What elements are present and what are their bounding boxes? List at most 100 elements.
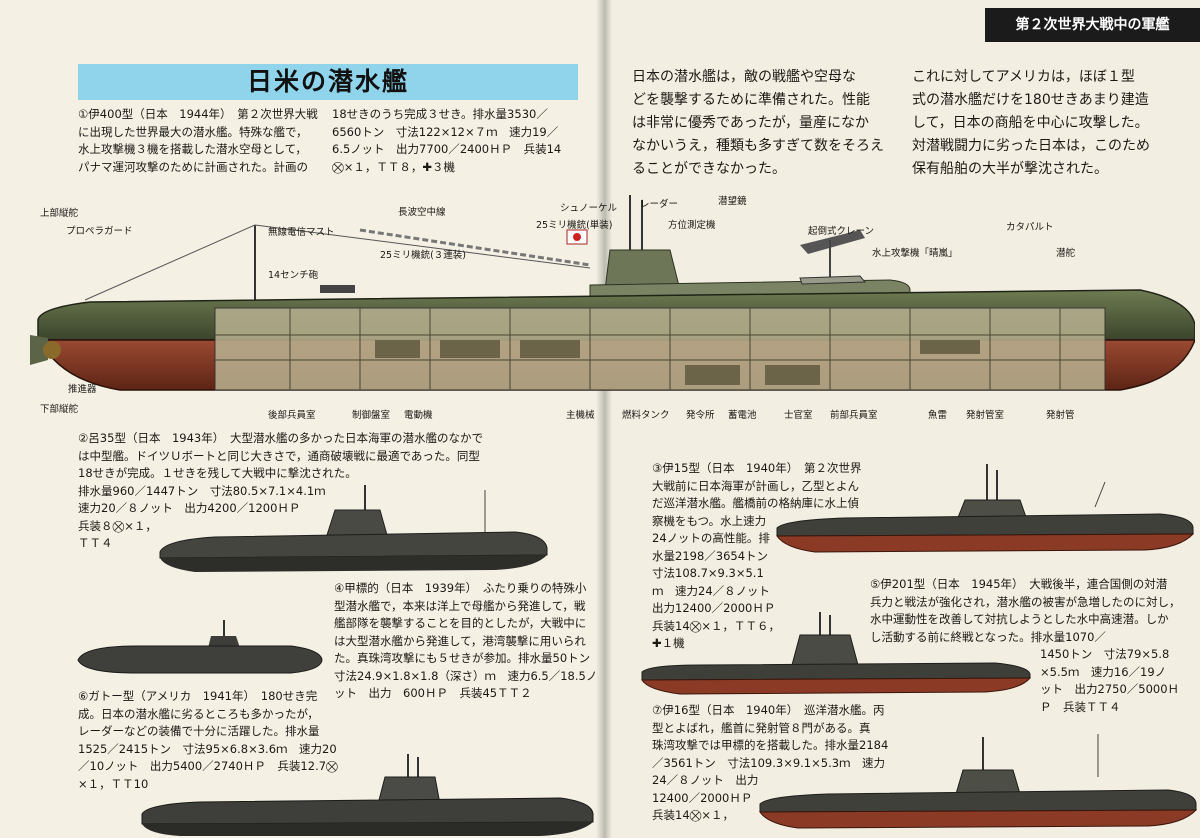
text-line: 式の潜水艦だけを180せきあまり建造 [912, 92, 1149, 108]
text-line: 対潜戦闘力に劣った日本は，このため [912, 138, 1150, 154]
label-longwave: 長波空中線 [398, 207, 446, 218]
label-dive-rudder: 潜舵 [1056, 248, 1076, 259]
text-line: パナマ運河攻撃のために計画された。計画の [78, 159, 308, 174]
text-line: ③伊15型（日本 1940年） 第２次世界 [652, 461, 862, 475]
chapter-tab: 第２次世界大戦中の軍艦 [985, 8, 1200, 42]
text-line: 寸法108.7×9.3×5.1 [652, 566, 764, 580]
label-control-room: 制御盤室 [352, 410, 391, 421]
right-page [603, 0, 1200, 838]
text-line: 水上攻撃機３機を搭載した潜水空母として， [78, 142, 307, 156]
text-line: 18せきのうち完成３せき。排水量3530／ [332, 107, 548, 121]
text-line: ／3561トン 寸法109.3×9.1×5.3ｍ 速力 [652, 755, 886, 770]
text-line: 兵装14⛒×１，ＴＴ６， [652, 618, 780, 633]
stern-rudder [30, 335, 48, 365]
text-line: 出力12400／2000ＨＰ [652, 601, 776, 615]
text-line: ✚１機 [652, 636, 685, 650]
i400-cutaway-illustration [30, 195, 1195, 391]
ro35-illustration [159, 485, 548, 572]
rising-sun-flag-icon [573, 233, 581, 241]
text-line: 水量2198／3654トン [652, 548, 769, 563]
text-line: 保有船舶の大半が撃沈された。 [912, 161, 1108, 177]
text-line: 1525／2415トン 寸法95×6.8×3.6ｍ 速力20 [78, 741, 337, 756]
ro35-description: ②呂35型（日本 1943年） 大型潜水艦の多かった日本海軍の潜水艦のなかで は… [78, 430, 483, 553]
title-banner: 日米の潜水艦 [78, 64, 578, 100]
page-title: 日米の潜水艦 [246, 67, 409, 96]
label-tube: 発射管 [1046, 410, 1075, 421]
label-radio-mast: 無線電信マスト [268, 227, 335, 238]
text-line: ｍ 速力24／８ノット [652, 583, 770, 598]
text-line: ／10ノット 出力5400／2740ＨＰ 兵装12.7⛒ [78, 759, 338, 773]
text-line: た。真珠湾攻撃にも５せきが参加。排水量50トン [334, 651, 591, 665]
text-line: ④甲標的（日本 1939年） ふたり乗りの特殊小 [334, 581, 587, 595]
label-bottom-rudder: 下部縦舵 [40, 404, 79, 415]
text-line: だ巡洋潜水艦。艦橋前の格納庫に水上偵 [652, 496, 859, 510]
text-line: ット 出力2750／5000Ｈ [1040, 682, 1180, 696]
text-line: なかいうえ，種類も多すぎて数をそろえ [632, 138, 884, 154]
label-aft-crew: 後部兵員室 [268, 410, 316, 421]
text-line: ⑤伊201型（日本 1945年） 大戦後半，連合国側の対潜 [870, 577, 1168, 591]
label-catapult: カタパルト [1006, 222, 1054, 233]
text-line: 水中運動性を改善して対抗しようとした水中高速潜。しか [870, 612, 1169, 626]
text-line: 兵力と戦法が強化され，潜水艦の被害が急増したのに対し， [870, 594, 1181, 609]
book-gutter [596, 0, 612, 838]
text-line: 兵装８⛒×１， [78, 518, 157, 533]
label-propeller: 推進器 [68, 384, 97, 395]
longwave-antenna [359, 228, 591, 267]
i400-description: ①伊400型（日本 1944年） 第２次世界大戦 に出現した世界最大の潜水艦。特… [78, 106, 318, 176]
label-battery: 蓄電池 [728, 410, 757, 421]
text-line: ＴＴ４ [78, 536, 113, 550]
antenna-wire [84, 224, 256, 301]
gato-description: ⑥ガトー型（アメリカ 1941年） 180せき完 成。日本の潜水艦に劣るところも… [78, 688, 338, 793]
i15-illustration [776, 464, 1195, 553]
i400-specs: 18せきのうち完成３せき。排水量3530／ 6560トン 寸法122×12×７ｍ… [332, 106, 561, 176]
label-prop-guard: プロペラガード [66, 226, 133, 237]
text-line: は非常に優秀であったが，量産になか [632, 115, 870, 131]
label-engine: 主機械 [566, 410, 595, 421]
kohyoteki-description: ④甲標的（日本 1939年） ふたり乗りの特殊小 型潜水艦で，本来は洋上で母艦か… [334, 580, 597, 703]
seiran-aircraft-icon [799, 275, 867, 285]
text-line: して，日本の商船を中心に攻撃した。 [912, 115, 1149, 131]
text-line: ることができなかった。 [632, 161, 786, 177]
label-mg25-single: 25ミリ機銃(単装) [536, 220, 613, 231]
text-line: 大戦前に日本海軍が計画し，乙型とよん [652, 478, 859, 493]
text-line: は中型艦。ドイツＵボートと同じ大きさで，通商破壊戦に最適であった。同型 [78, 448, 480, 463]
text-line: これに対してアメリカは，ほぼ１型 [912, 69, 1135, 85]
label-fwd-crew: 前部兵員室 [830, 410, 878, 421]
text-line: 寸法24.9×1.8×1.8（深さ）ｍ 速力6.5／18.5ノ [334, 668, 598, 683]
label-command: 発令所 [686, 410, 715, 421]
text-line: 24／８ノット 出力 [652, 773, 759, 787]
text-line: 18せきが完成。１せきを残して大戦中に撃沈された。 [78, 466, 357, 480]
text-line: 6560トン 寸法122×12×７ｍ 速力19／ [332, 124, 559, 139]
text-line: ⑦伊16型（日本 1940年） 巡洋潜水艦。丙 [652, 703, 885, 717]
text-line: 型とよばれ，艦首に発射管８門がある。真 [652, 720, 871, 735]
left-page [0, 0, 603, 838]
i201-illustration [641, 612, 1032, 695]
i15-description: ③伊15型（日本 1940年） 第２次世界 大戦前に日本海軍が計画し，乙型とよん… [652, 460, 861, 653]
label-radar: レーダー [640, 199, 679, 210]
i16-description: ⑦伊16型（日本 1940年） 巡洋潜水艦。丙 型とよばれ，艦首に発射管８門があ… [652, 702, 888, 825]
label-aircraft: 水上攻撃機「晴嵐」 [872, 248, 958, 259]
antenna-wire [254, 224, 591, 269]
label-mg25-triple: 25ミリ機銃(３連装) [380, 250, 467, 261]
text-line: 排水量960／1447トン 寸法80.5×7.1×4.1ｍ [78, 483, 326, 498]
i16-illustration [759, 734, 1198, 829]
text-line: に出現した世界最大の潜水艦。特殊な艦で， [78, 124, 308, 139]
propeller-icon [43, 341, 61, 359]
i201-specs: 1450トン 寸法79×5.8 ×5.5ｍ 速力16／19ノ ット 出力2750… [1040, 646, 1179, 716]
text-line: ⛒×１，ＴＴ８，✚３機 [332, 159, 456, 174]
text-line: 1450トン 寸法79×5.8 [1040, 647, 1170, 661]
gato-illustration [141, 754, 594, 836]
deck-gun [320, 285, 355, 293]
label-fire-control: 発射管室 [966, 410, 1005, 421]
text-line: Ｐ 兵装ＴＴ４ [1040, 699, 1121, 714]
text-line: レーダーなどの装備で十分に活躍した。排水量 [78, 724, 320, 738]
label-motor: 電動機 [404, 410, 433, 421]
text-line: 珠湾攻撃では甲標的を搭載した。排水量2184 [652, 738, 889, 752]
text-line: は大型潜水艦から発進して，港湾襲撃に用いられ [334, 633, 586, 648]
text-line: 速力20／８ノット 出力4200／1200ＨＰ [78, 501, 301, 515]
text-line: 型潜水艦で，本来は洋上で母艦から発進して，戦 [334, 598, 586, 613]
kohyoteki-illustration [77, 620, 323, 674]
text-line: 成。日本の潜水艦に劣るところも多かったが， [78, 706, 319, 721]
intro-america: これに対してアメリカは，ほぼ１型 式の潜水艦だけを180せきあまり建造 して，日… [912, 66, 1150, 181]
label-snorkel: シュノーケル [560, 203, 618, 214]
